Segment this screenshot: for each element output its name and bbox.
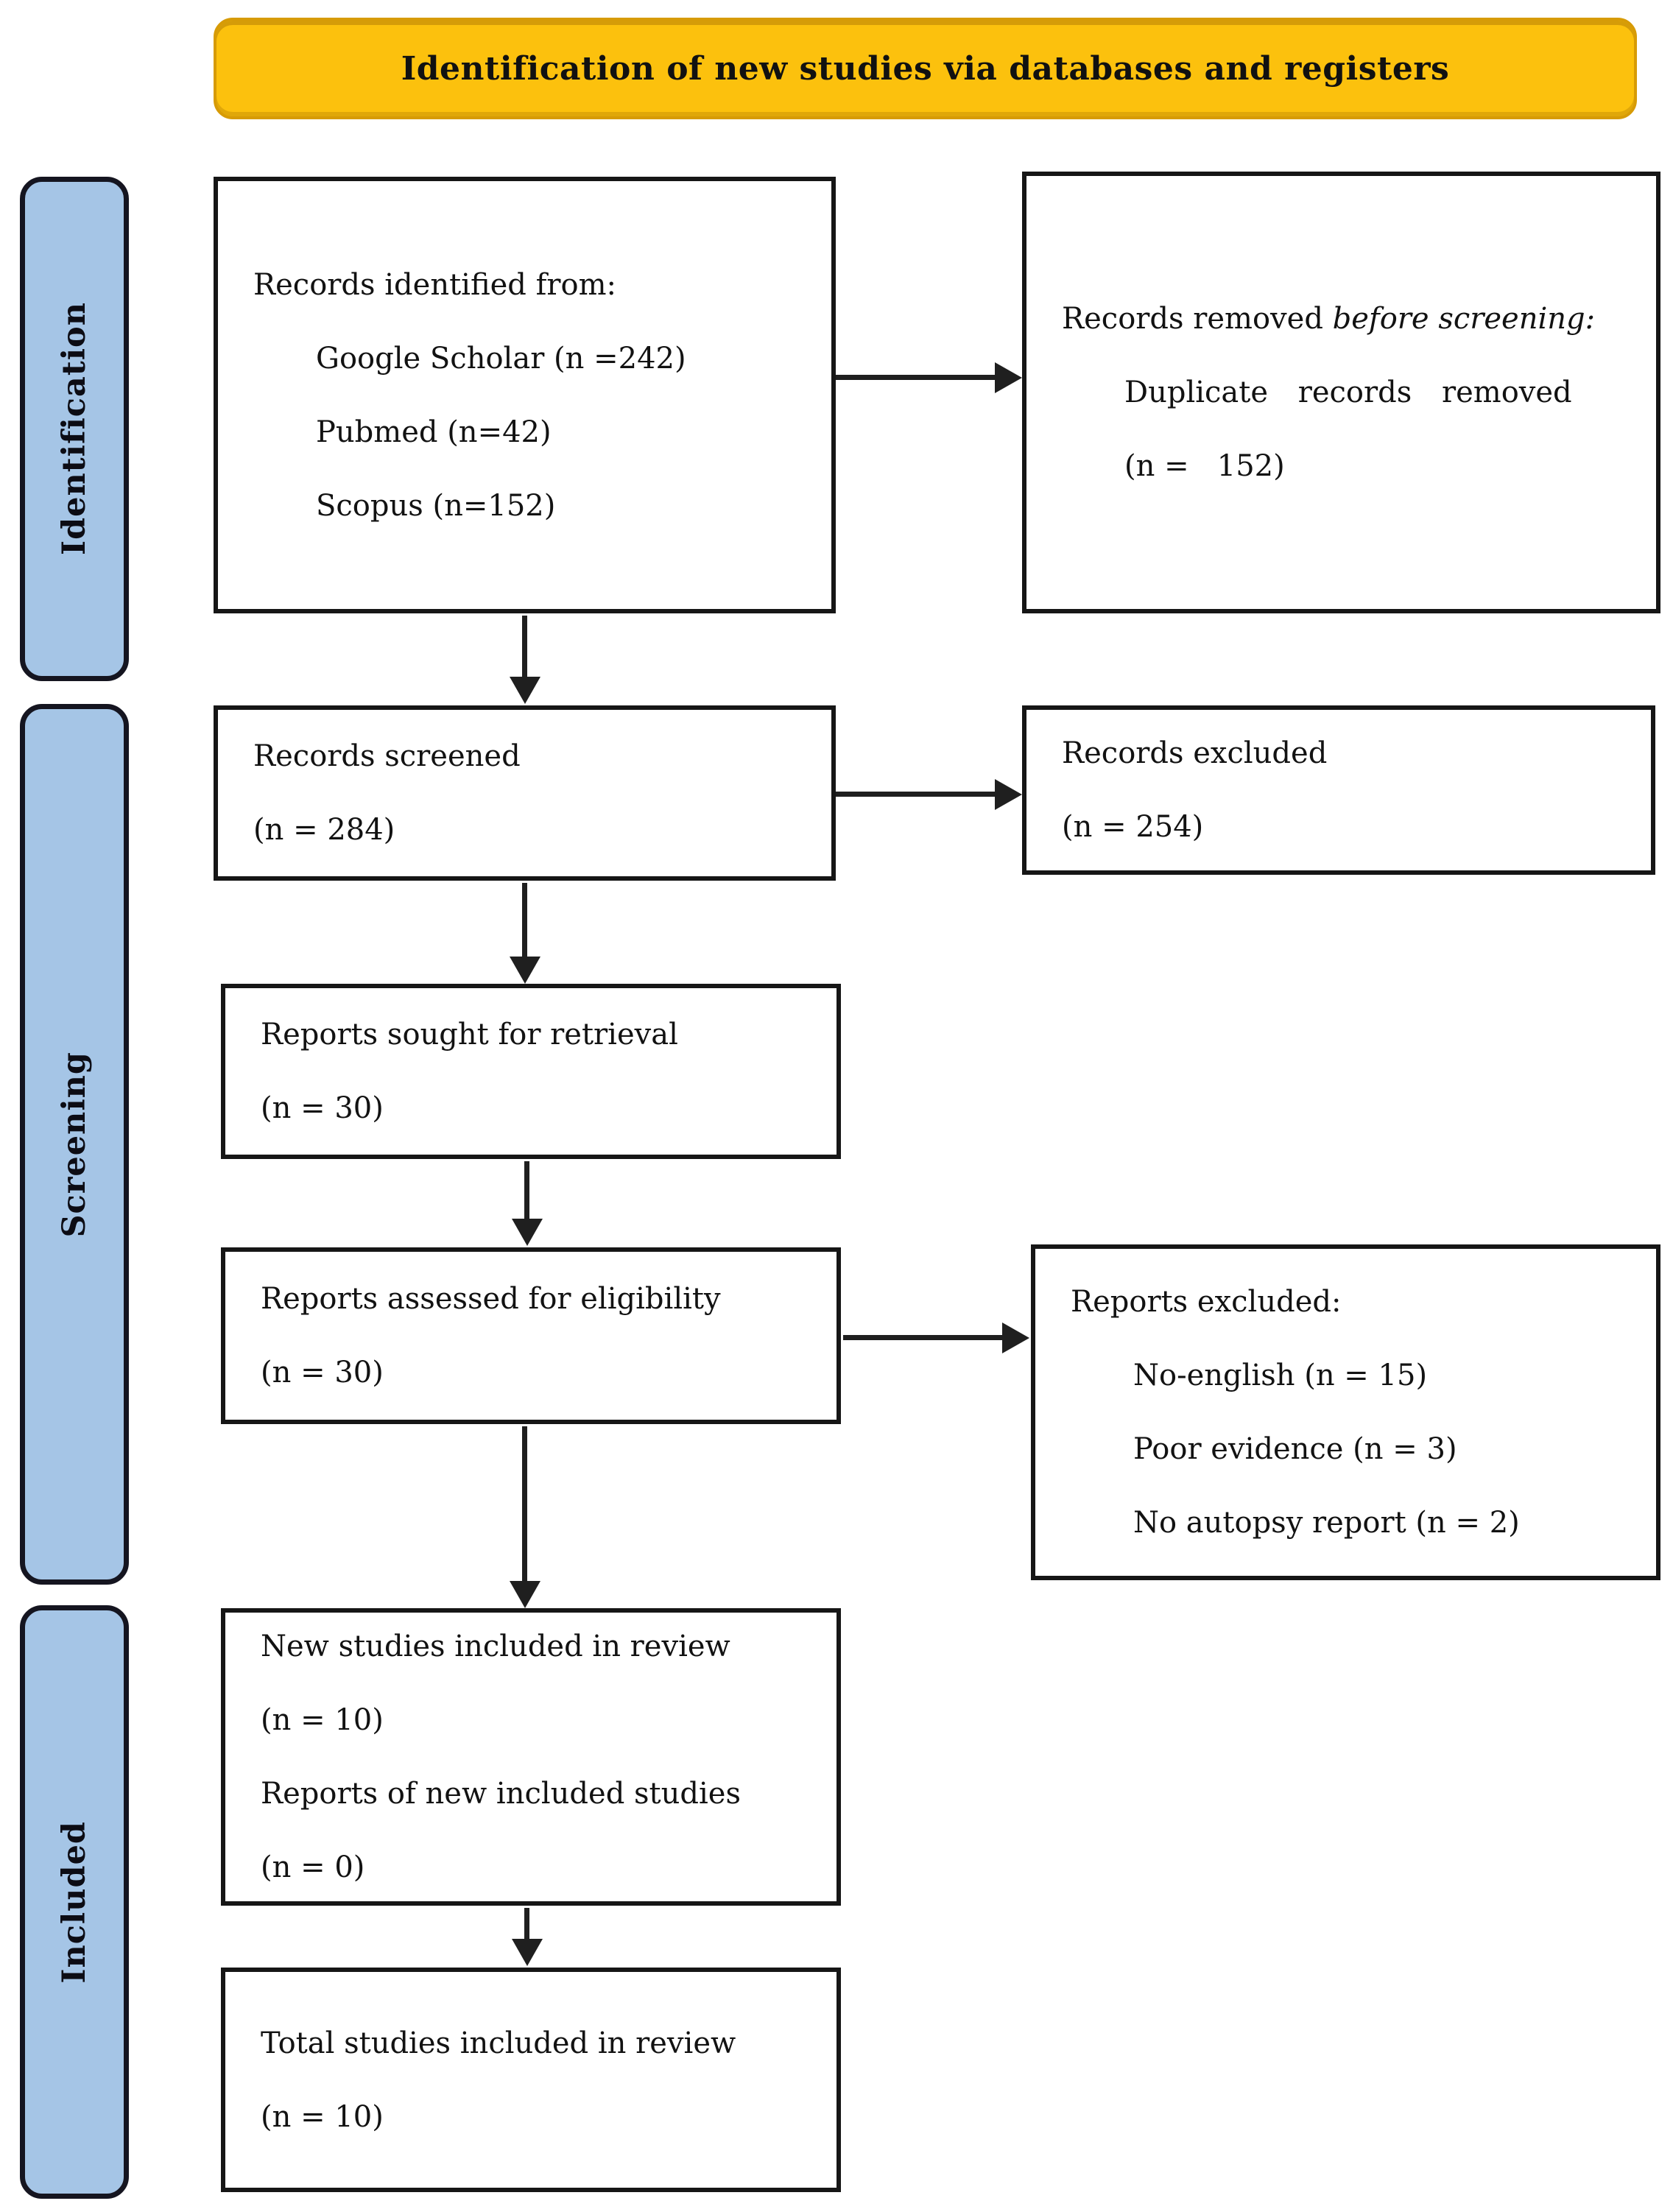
box-reports-assessed: Reports assessed for eligibility (n = 30…: [221, 1247, 841, 1424]
records-identified-source-scopus: Scopus (n=152): [316, 488, 556, 523]
reports-excluded-reason-no-english: No-english (n = 15): [1133, 1359, 1428, 1392]
records-identified-source-pubmed: Pubmed (n=42): [316, 415, 552, 449]
reports-assessed-count: (n = 30): [261, 1356, 384, 1389]
stage-identification-label: Identification: [56, 302, 93, 556]
arrow-assessed-to-reports-excluded: [843, 1335, 1002, 1340]
reports-assessed-title: Reports assessed for eligibility: [261, 1282, 721, 1316]
box-records-excluded: Records excluded (n = 254): [1022, 705, 1655, 875]
records-identified-source-google-scholar: Google Scholar (n =242): [316, 341, 686, 376]
reports-sought-count: (n = 30): [261, 1091, 384, 1125]
box-reports-excluded: Reports excluded: No-english (n = 15) Po…: [1031, 1244, 1660, 1580]
records-removed-count: (n = 152): [1124, 449, 1285, 483]
records-removed-duplicates: Duplicate records removed: [1124, 376, 1572, 409]
stage-identification: Identification: [20, 177, 129, 681]
arrow-screened-to-sought: [522, 883, 527, 957]
records-excluded-count: (n = 254): [1062, 810, 1204, 844]
records-removed-title-prefix: Records removed: [1062, 302, 1333, 336]
records-removed-title-italic: before screening:: [1332, 302, 1596, 336]
arrow-assessed-to-new-included: [522, 1426, 527, 1581]
arrow-screened-to-excluded: [836, 792, 995, 797]
reports-sought-title: Reports sought for retrieval: [261, 1018, 678, 1052]
stage-included: Included: [20, 1605, 129, 2199]
records-excluded-title: Records excluded: [1062, 736, 1328, 770]
arrow-identified-to-removed: [836, 375, 995, 380]
records-identified-title: Records identified from:: [253, 267, 617, 302]
box-records-identified: Records identified from: Google Scholar …: [214, 177, 836, 613]
box-reports-sought: Reports sought for retrieval (n = 30): [221, 984, 841, 1159]
header-banner: Identification of new studies via databa…: [214, 18, 1637, 119]
arrow-sought-to-assessed: [524, 1161, 529, 1219]
arrow-identified-to-screened: [522, 616, 527, 677]
box-records-removed: Records removed before screening: Duplic…: [1022, 172, 1660, 613]
new-reports-title: Reports of new included studies: [261, 1777, 741, 1811]
records-screened-count: (n = 284): [253, 813, 395, 847]
box-records-screened: Records screened (n = 284): [214, 705, 836, 881]
box-total-studies: Total studies included in review (n = 10…: [221, 1968, 841, 2192]
new-studies-title: New studies included in review: [261, 1630, 730, 1663]
new-reports-count: (n = 0): [261, 1850, 365, 1884]
total-studies-title: Total studies included in review: [261, 2026, 736, 2060]
stage-screening-label: Screening: [56, 1051, 93, 1238]
reports-excluded-reason-poor-evidence: Poor evidence (n = 3): [1133, 1432, 1457, 1466]
arrow-new-included-to-total: [524, 1908, 529, 1939]
records-screened-title: Records screened: [253, 739, 521, 773]
stage-screening: Screening: [20, 704, 129, 1585]
new-studies-count: (n = 10): [261, 1703, 384, 1737]
records-removed-title: Records removed before screening:: [1062, 282, 1641, 356]
reports-excluded-reason-no-autopsy: No autopsy report (n = 2): [1133, 1506, 1520, 1540]
box-new-studies-included: New studies included in review (n = 10) …: [221, 1608, 841, 1906]
total-studies-count: (n = 10): [261, 2099, 384, 2134]
reports-excluded-title: Reports excluded:: [1071, 1285, 1342, 1319]
stage-included-label: Included: [56, 1820, 93, 1984]
header-banner-label: Identification of new studies via databa…: [401, 49, 1450, 88]
